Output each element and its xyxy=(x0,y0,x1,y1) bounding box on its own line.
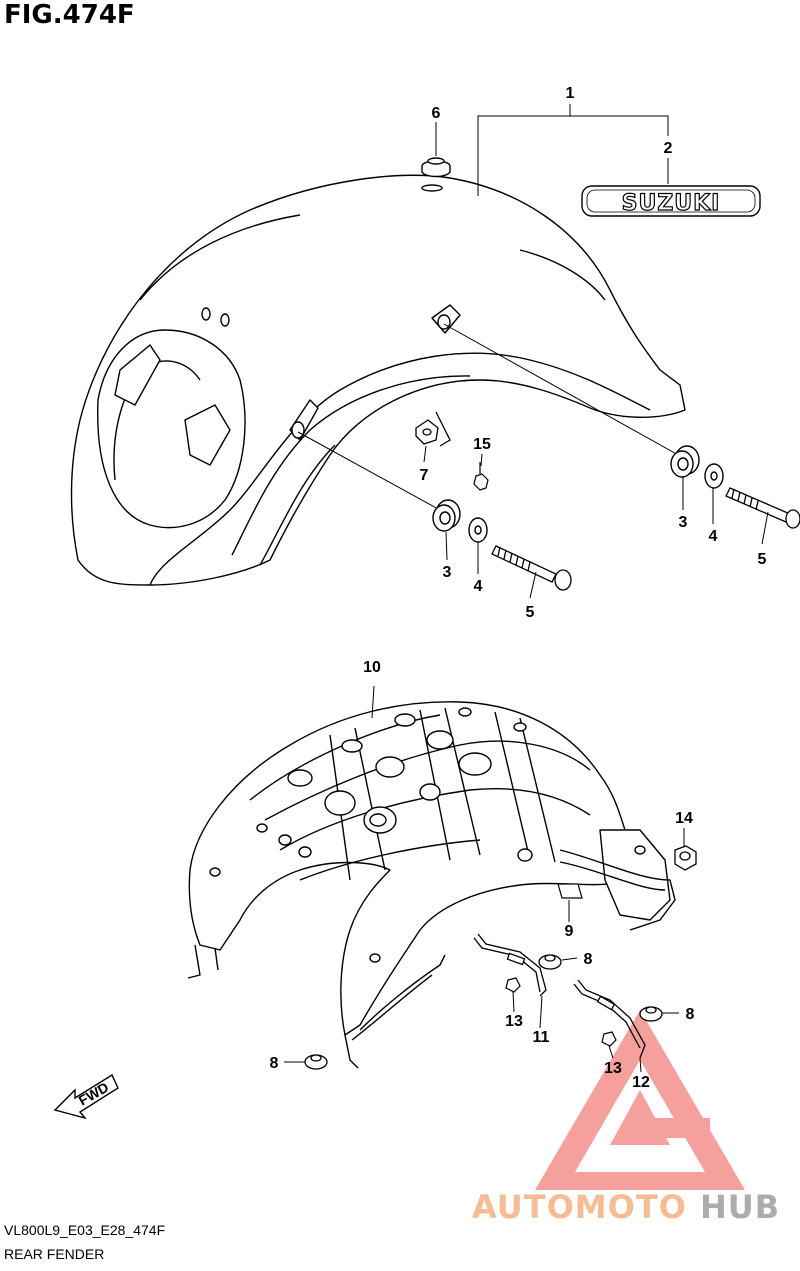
callout-8-a: 8 xyxy=(584,951,593,968)
callout-2: 2 xyxy=(664,140,673,157)
watermark-logo xyxy=(535,1010,745,1190)
screw-13-left xyxy=(505,977,521,993)
emblem-text: SUZUKI xyxy=(622,191,721,216)
diagram-name: REAR FENDER xyxy=(4,1246,105,1262)
assembly-lines xyxy=(297,323,681,511)
callout-1: 1 xyxy=(566,85,575,102)
spacer-3-left xyxy=(432,499,461,532)
diagram-code: VL800L9_E03_E28_474F xyxy=(4,1222,166,1238)
screw-15 xyxy=(473,462,489,491)
label-9 xyxy=(557,883,583,899)
clip-nut-8-a xyxy=(538,954,562,970)
callout-5-right: 5 xyxy=(758,551,767,568)
bolt-5-right xyxy=(725,487,800,529)
callout-10: 10 xyxy=(363,659,381,676)
callout-8-b: 8 xyxy=(686,1006,695,1023)
rear-fender xyxy=(70,174,686,586)
callout-6: 6 xyxy=(432,105,441,122)
watermark-part2: HUB xyxy=(700,1188,780,1226)
callouts: 1 2 6 7 15 3 4 5 3 4 5 10 14 9 8 8 8 13 … xyxy=(270,85,767,1091)
callout-14: 14 xyxy=(675,810,693,827)
bolt-5-left xyxy=(491,545,572,591)
callout-15: 15 xyxy=(473,436,491,453)
callout-3-left: 3 xyxy=(443,564,452,581)
watermark-text: AUTOMOTO HUB xyxy=(472,1188,780,1226)
callout-12: 12 xyxy=(632,1074,650,1091)
grommet xyxy=(421,157,451,178)
callout-3-right: 3 xyxy=(679,514,688,531)
watermark-part1: AUTOMOTO xyxy=(472,1188,687,1226)
nut-7 xyxy=(415,411,451,447)
callout-11: 11 xyxy=(533,1029,550,1046)
callout-4-left: 4 xyxy=(474,578,483,595)
clip-nut-8-b xyxy=(639,1006,663,1022)
harness-12 xyxy=(573,979,646,1059)
figure-title: FIG.474F xyxy=(4,0,135,30)
nut-14 xyxy=(674,845,697,871)
callout-5-left: 5 xyxy=(526,604,535,621)
callout-13-right: 13 xyxy=(604,1060,622,1077)
callout-7: 7 xyxy=(420,467,429,484)
suzuki-emblem: SUZUKI xyxy=(581,185,761,217)
callout-13-left: 13 xyxy=(505,1013,523,1030)
inner-fender xyxy=(187,701,676,1069)
forward-arrow: FWD xyxy=(53,1073,119,1120)
clip-nut-8-c xyxy=(304,1054,328,1070)
callout-8-c: 8 xyxy=(270,1055,279,1072)
spacer-3-right xyxy=(670,445,700,478)
washer-4-left xyxy=(468,517,488,543)
screw-13-right xyxy=(601,1031,617,1047)
leader-lines xyxy=(284,122,769,1073)
harness-11 xyxy=(473,933,547,997)
washer-4-right xyxy=(704,463,724,489)
callout-9: 9 xyxy=(565,923,574,940)
callout-4-right: 4 xyxy=(709,528,718,545)
callout-1-bracket xyxy=(477,104,669,196)
